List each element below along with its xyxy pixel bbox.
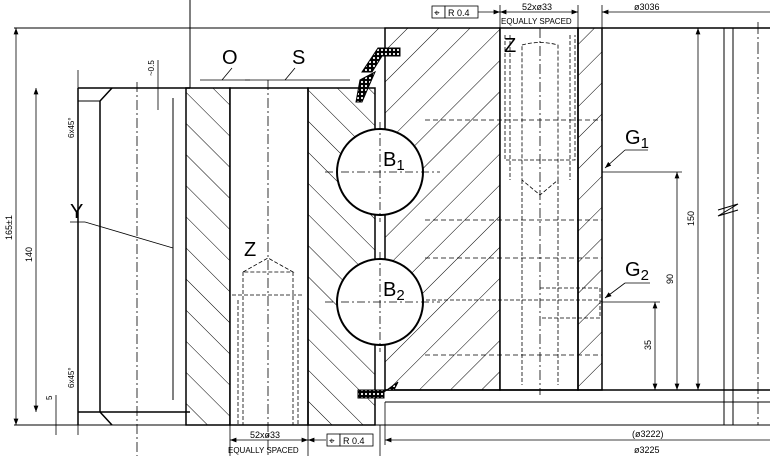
label-g2: G2: [625, 259, 649, 284]
outer-diameter: ø3036: [634, 2, 660, 12]
label-b1: B1: [383, 149, 405, 174]
ball-b1: [325, 122, 440, 222]
dim-chamfer-top: 6x45°: [67, 117, 76, 138]
dim-35: 35: [643, 340, 653, 350]
left-dimensions: [13, 28, 159, 435]
dim-inner-height: 140: [24, 247, 34, 262]
inner-ring-bore: [77, 82, 190, 456]
dim-150: 150: [686, 211, 696, 226]
dim-gap-top: ~0.5: [147, 60, 156, 76]
top-dimensions: [431, 5, 770, 28]
label-y: Y: [70, 201, 83, 223]
bottom-dimensions: [229, 402, 770, 456]
dim-overall-height: 165±1: [4, 215, 14, 240]
ref-diameter: (ø3222): [632, 429, 664, 439]
outer-ring-body: [384, 27, 770, 403]
inner-ring-body: [185, 80, 376, 456]
holes-note-bottom: EQUALLY SPACED: [228, 446, 299, 455]
tolerance-symbol-bottom: ⌖: [329, 436, 335, 447]
holes-bottom: 52xø33: [250, 430, 280, 440]
right-dimensions: [602, 28, 701, 390]
dim-90: 90: [665, 274, 675, 284]
label-g1: G1: [625, 127, 649, 152]
holes-note-top: EQUALLY SPACED: [501, 17, 572, 26]
dim-chamfer-bottom: 6x45°: [67, 367, 76, 388]
diameter-3225: ø3225: [634, 445, 660, 455]
tolerance-symbol-top: ⌖: [434, 8, 440, 19]
label-z-inner: Z: [244, 239, 256, 261]
ball-b2: [325, 252, 440, 352]
label-b2: B2: [383, 279, 405, 304]
holes-top: 52xø33: [522, 2, 552, 12]
tolerance-value-top: R 0.4: [448, 8, 470, 18]
label-o: O: [222, 47, 238, 69]
dim-gap-bottom: 5: [45, 395, 54, 400]
leaders: [70, 67, 350, 249]
tolerance-value-bottom: R 0.4: [343, 436, 365, 446]
label-z-outer: Z: [504, 35, 516, 57]
right-extension: [602, 22, 770, 425]
seals: [355, 47, 401, 399]
label-s: S: [292, 47, 305, 69]
